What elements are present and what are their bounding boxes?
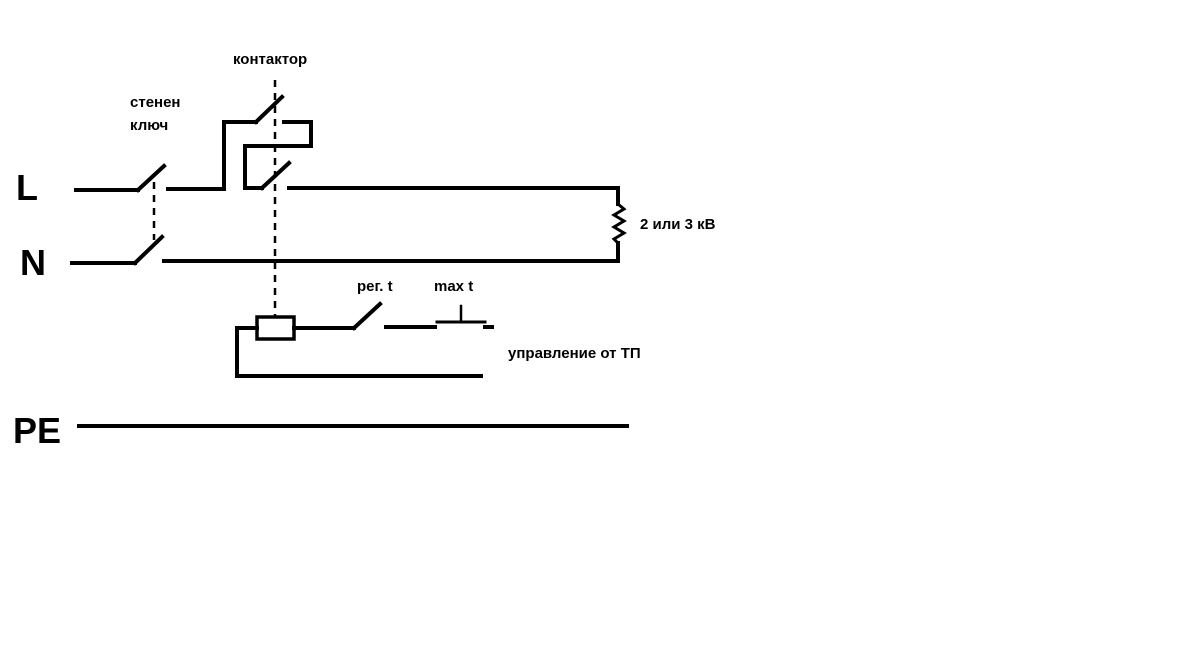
max-thermostat-contact bbox=[412, 304, 494, 329]
line-conductor bbox=[74, 163, 226, 193]
label-heater-power: 2 или 3 кВ bbox=[640, 216, 716, 233]
label-reg-thermostat: рег. t bbox=[357, 278, 393, 295]
neutral-conductor bbox=[70, 234, 620, 266]
label-earth: PE bbox=[13, 410, 61, 451]
contactor-contacts bbox=[222, 94, 620, 191]
label-line: L bbox=[16, 167, 38, 208]
reg-thermostat-contact bbox=[351, 301, 383, 331]
heater-resistor bbox=[611, 186, 627, 263]
label-max-thermostat: max t bbox=[434, 278, 473, 295]
label-neutral: N bbox=[20, 242, 46, 283]
label-wall-switch: стенен bbox=[130, 94, 181, 111]
control-circuit bbox=[235, 315, 483, 378]
label-wall-switch-2: ключ bbox=[130, 117, 168, 134]
label-control: управление от ТП bbox=[508, 345, 641, 362]
contactor-coil bbox=[255, 315, 296, 341]
label-contactor: контактор bbox=[233, 51, 307, 68]
